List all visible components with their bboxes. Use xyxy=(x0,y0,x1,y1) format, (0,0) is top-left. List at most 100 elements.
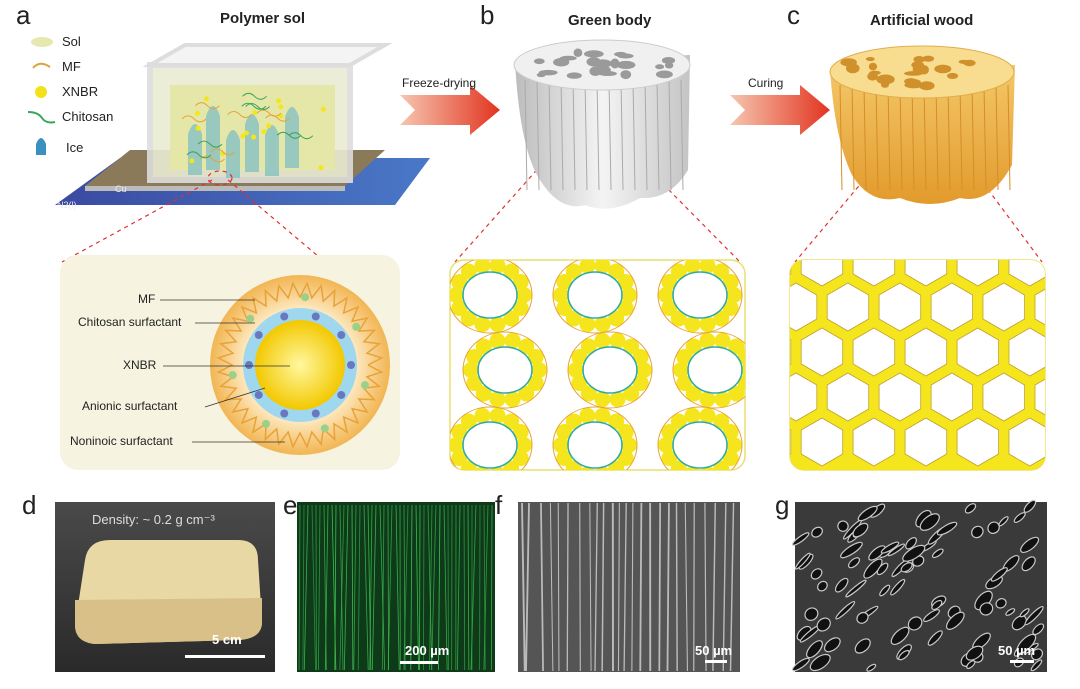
pore xyxy=(867,72,878,81)
xnbr-particle xyxy=(320,106,326,112)
hexagonal-pore xyxy=(930,282,973,332)
fiber-channel xyxy=(371,504,377,671)
xnbr-particle xyxy=(621,437,637,453)
channel-wall xyxy=(666,502,670,672)
hexagonal-pore xyxy=(826,372,870,422)
channel-line xyxy=(935,84,939,191)
xnbr-particle xyxy=(504,332,521,349)
channel-line xyxy=(971,84,975,191)
panel-label-b: b xyxy=(480,0,495,30)
pore xyxy=(661,56,676,64)
channel-line xyxy=(911,84,915,191)
green-body-inset xyxy=(449,259,746,471)
channel-line xyxy=(947,84,951,191)
xnbr-particle xyxy=(503,413,520,430)
hexagonal-pore xyxy=(800,327,844,377)
pore xyxy=(593,65,611,76)
chitosan-chain xyxy=(672,271,728,319)
xnbr-particle xyxy=(489,316,506,333)
ice-crystal xyxy=(188,124,202,175)
pore xyxy=(931,548,944,559)
xnbr-particle xyxy=(451,423,468,440)
xnbr-particle xyxy=(658,437,674,453)
xnbr-particle xyxy=(737,348,745,365)
pore xyxy=(804,607,819,621)
pore xyxy=(995,598,1007,609)
xnbr-particle xyxy=(571,348,588,365)
fiber-channel xyxy=(353,504,357,671)
channel-line xyxy=(524,79,528,191)
xnbr-particle xyxy=(556,300,573,317)
fiber-channel xyxy=(363,504,369,671)
channel-line xyxy=(851,84,855,191)
pore xyxy=(655,64,665,70)
legend-chitosan: Chitosan xyxy=(62,109,114,124)
channel-wall xyxy=(579,502,581,672)
scale-bar-d xyxy=(185,655,265,658)
channel-line xyxy=(839,84,843,191)
xnbr-particle xyxy=(251,134,257,140)
xnbr-particle xyxy=(661,450,678,467)
pore xyxy=(617,53,634,59)
chitosan-surfactant xyxy=(261,419,270,428)
polymer-chain xyxy=(265,114,290,122)
xnbr-particle xyxy=(489,407,506,424)
pore xyxy=(918,81,935,91)
ice-crystal xyxy=(265,125,279,176)
pore xyxy=(809,653,831,672)
pore xyxy=(876,562,889,576)
pore xyxy=(823,637,841,653)
fiber-channel xyxy=(431,504,437,671)
hexagonal-pore xyxy=(982,282,1025,332)
inset-label-anionic: Anionic surfactant xyxy=(82,399,178,413)
anionic-surfactant xyxy=(311,312,320,321)
channel-wall xyxy=(557,502,560,672)
pore xyxy=(845,63,860,74)
hexagonal-pore xyxy=(904,260,948,287)
xnbr-particle xyxy=(527,348,544,365)
chitosan-surfactant xyxy=(228,371,237,380)
polymer-chain xyxy=(186,151,212,159)
pore xyxy=(907,616,923,631)
xnbr-particle xyxy=(608,263,625,280)
channel-wall xyxy=(658,502,662,672)
cu-label: Cu xyxy=(115,184,127,194)
inset-label-mf: MF xyxy=(138,292,156,306)
scale-bar-g xyxy=(1010,660,1034,663)
channel-wall xyxy=(704,502,707,672)
xnbr-particle xyxy=(553,437,569,453)
hexagonal-pore xyxy=(956,327,999,377)
xnbr-particle xyxy=(474,407,491,424)
fiber-channel xyxy=(423,504,425,671)
channel-line xyxy=(596,79,600,191)
hexagonal-pore xyxy=(878,372,922,422)
pore xyxy=(934,64,952,74)
xnbr-particle xyxy=(699,316,716,333)
channel-line xyxy=(995,84,999,191)
fiber-channel xyxy=(467,504,470,671)
fiber-channel xyxy=(311,504,316,671)
fiber-channel xyxy=(351,504,354,671)
pore xyxy=(890,578,906,596)
inset-label-xnbr: XNBR xyxy=(123,358,157,372)
xnbr-particle xyxy=(518,338,535,355)
hexagonal-pore xyxy=(800,260,844,287)
polymer-chain xyxy=(200,155,225,163)
channel-line xyxy=(680,79,684,191)
pore xyxy=(905,537,918,550)
pore xyxy=(566,72,582,79)
freeze-drying-arrow xyxy=(400,85,500,135)
polymer-chain xyxy=(256,109,282,117)
xnbr-particle xyxy=(699,391,716,408)
hexagonal-pore xyxy=(852,260,896,287)
hexagonal-pore xyxy=(1008,417,1045,467)
curing-arrow xyxy=(730,85,830,135)
pore xyxy=(880,81,890,88)
fiber-channel xyxy=(302,504,305,671)
polymer-chain xyxy=(181,115,207,123)
xnbr-particle xyxy=(676,375,693,392)
mf-chain xyxy=(462,331,548,409)
hexagonal-pore xyxy=(904,327,948,377)
anionic-surfactant xyxy=(280,312,289,321)
channel-line xyxy=(983,84,987,191)
